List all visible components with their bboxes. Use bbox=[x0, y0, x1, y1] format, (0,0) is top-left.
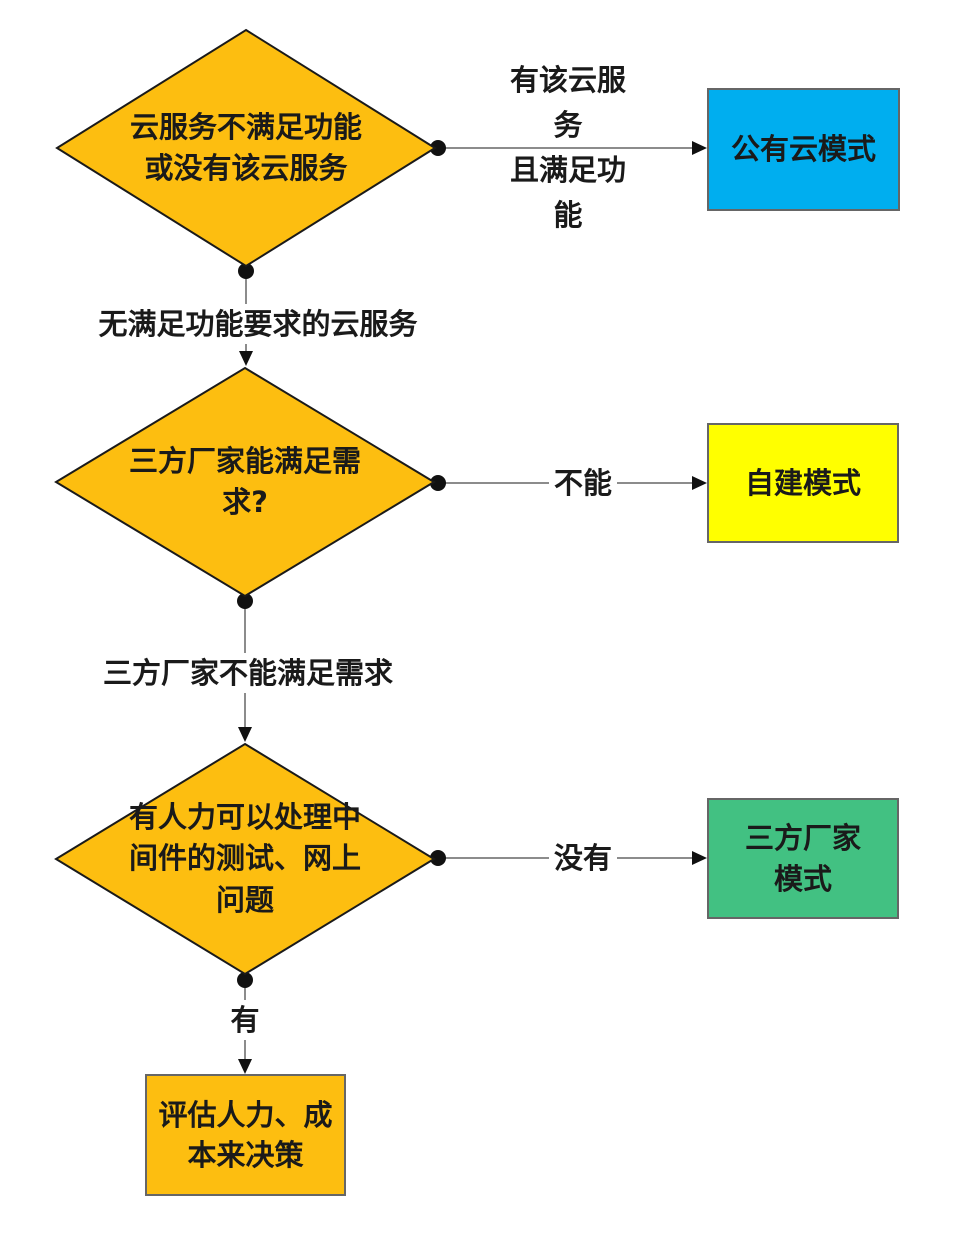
decision-third-party: 三方厂家能满足需 求? bbox=[54, 366, 436, 598]
edge-origin-dot bbox=[237, 593, 253, 609]
arrowhead-right bbox=[692, 851, 707, 865]
edge-origin-dot bbox=[238, 263, 254, 279]
edge-origin-dot bbox=[430, 140, 446, 156]
arrowhead-right bbox=[692, 476, 707, 490]
decision-cloud-service-label: 云服务不满足功能 或没有该云服务 bbox=[129, 109, 362, 185]
result-evaluate: 评估人力、成 本来决策 bbox=[145, 1074, 346, 1196]
edge-label-to-decision-manpower: 三方厂家不能满足需求 bbox=[83, 653, 413, 693]
edge-label-to-third-party: 没有 bbox=[549, 838, 617, 878]
edge-origin-dot bbox=[237, 972, 253, 988]
edge-label-to-evaluate: 有 bbox=[223, 1000, 267, 1040]
edge-origin-dot bbox=[430, 850, 446, 866]
edge-label-to-public-cloud: 有该云服务 且满足功能 bbox=[509, 63, 626, 232]
edge-label-to-self-build: 不能 bbox=[549, 463, 617, 503]
arrowhead-right bbox=[692, 141, 707, 155]
edge-origin-dot bbox=[430, 475, 446, 491]
diamond-shape bbox=[54, 366, 436, 598]
decision-manpower-label: 有人力可以处理中 间件的测试、网上 问题 bbox=[128, 800, 361, 917]
decision-cloud-service: 云服务不满足功能 或没有该云服务 bbox=[55, 28, 437, 268]
diamond-shape bbox=[55, 28, 437, 268]
decision-manpower: 有人力可以处理中 间件的测试、网上 问题 bbox=[54, 742, 436, 976]
result-self-build: 自建模式 bbox=[707, 423, 899, 543]
decision-third-party-label: 三方厂家能满足需 求? bbox=[128, 443, 361, 519]
arrowhead-down bbox=[238, 727, 252, 742]
arrowhead-down bbox=[239, 351, 253, 366]
diamond-shape bbox=[54, 742, 436, 976]
edge-label-to-decision-third-party: 无满足功能要求的云服务 bbox=[78, 304, 438, 344]
arrowhead-down bbox=[238, 1059, 252, 1074]
result-public-cloud: 公有云模式 bbox=[707, 88, 900, 211]
result-third-party: 三方厂家 模式 bbox=[707, 798, 899, 919]
